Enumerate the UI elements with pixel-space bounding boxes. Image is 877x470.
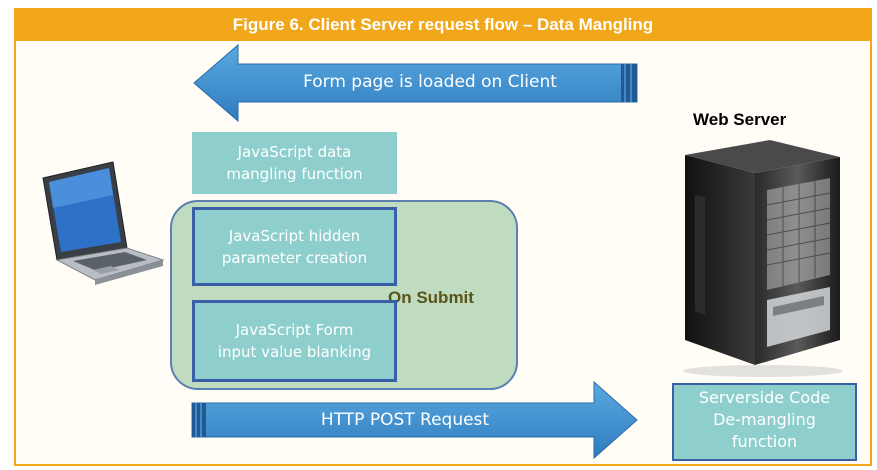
post-arrow-label: HTTP POST Request [320,410,490,430]
post-arrow [191,380,638,460]
hidden-parameter-box: JavaScript hidden parameter creation [192,207,397,286]
serverside-line-1: Serverside Code [698,388,831,407]
serverside-line-3: function [731,432,798,451]
figure-title: Figure 6. Client Server request flow – D… [14,8,872,41]
input-blanking-box: JavaScript Form input value blanking [192,300,397,382]
input-blanking-line-1: JavaScript Form [235,321,354,339]
hidden-parameter-line-1: JavaScript hidden [228,226,361,245]
data-mangling-line-2: mangling function [226,165,363,183]
data-mangling-box: JavaScript data mangling function [192,132,397,194]
load-arrow [193,43,638,123]
on-submit-label: On Submit [388,288,474,307]
input-blanking-line-2: input value blanking [217,343,372,361]
serverside-demangling-box: Serverside Code De-mangling function [672,383,857,461]
figure-caption: Client Server request flow – Data Mangli… [303,15,654,34]
hidden-parameter-line-2: parameter creation [221,248,368,267]
laptop-icon [42,161,165,285]
figure-number: Figure 6. [232,15,304,34]
load-arrow-label: Form page is loaded on Client [303,72,557,92]
server-tower-icon [683,140,843,377]
web-server-label: Web Server [693,110,787,129]
serverside-line-2: De-mangling [713,410,816,429]
data-mangling-line-1: JavaScript data [237,143,352,161]
